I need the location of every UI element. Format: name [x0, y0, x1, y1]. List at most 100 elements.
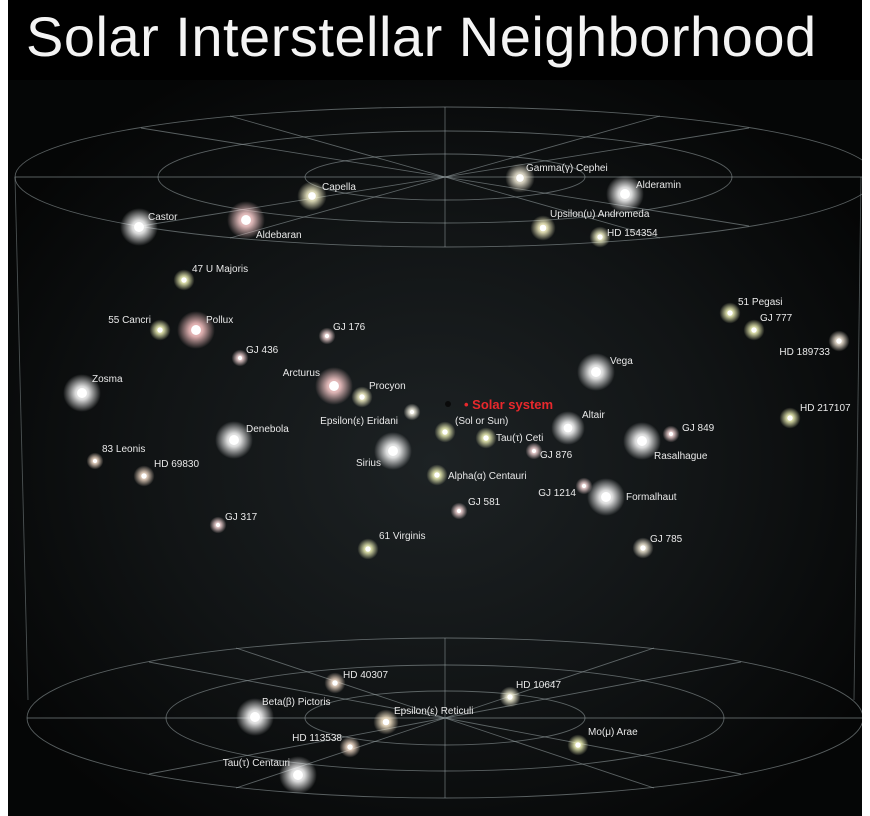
star-upsilon-andromeda — [539, 224, 547, 232]
star-gj-777 — [751, 327, 757, 333]
star-gj-317 — [215, 522, 221, 528]
left-wall-line — [14, 176, 29, 701]
star-rasalhague — [637, 436, 647, 446]
star-procyon — [359, 394, 365, 400]
star-zosma — [77, 388, 87, 398]
star-label-procyon: Procyon — [369, 381, 406, 392]
star-epsilon-reticuli — [382, 718, 390, 726]
star-hd-217107 — [787, 415, 793, 421]
star-sol-or-sun — [442, 429, 448, 435]
star-label-hd-217107: HD 217107 — [800, 403, 851, 414]
star-label-tau-ceti: Tau(τ) Ceti — [496, 433, 543, 444]
star-label-mo-arae: Mo(μ) Arae — [588, 727, 638, 738]
star-altair — [563, 423, 573, 433]
star-mo-arae — [575, 742, 581, 748]
star-hd-40307 — [332, 680, 338, 686]
star-label-gj-876: GJ 876 — [540, 450, 573, 461]
star-51-pegasi — [727, 310, 733, 316]
star-aldebaran — [241, 215, 251, 225]
star-label-gj-849: GJ 849 — [682, 423, 715, 434]
star-label-gamma-cephei: Gamma(γ) Cephei — [526, 163, 608, 174]
star-formalhaut — [601, 492, 611, 502]
star-pollux — [191, 325, 201, 335]
star-label-pollux: Pollux — [206, 315, 233, 326]
star-label-sirius: Sirius — [356, 458, 381, 469]
star-label-aldebaran: Aldebaran — [256, 230, 302, 241]
star-label-capella: Capella — [322, 182, 356, 193]
star-label-gj-317: GJ 317 — [225, 512, 258, 523]
star-capella — [308, 192, 316, 200]
star-61-virginis — [365, 546, 371, 552]
star-47-u-majoris — [181, 277, 187, 283]
star-gj-436 — [237, 355, 243, 361]
star-label-arcturus: Arcturus — [283, 368, 320, 379]
star-vega — [591, 367, 601, 377]
star-hd-154354 — [597, 234, 603, 240]
star-label-tau-centauri: Tau(τ) Centauri — [223, 758, 290, 769]
star-sirius — [388, 446, 398, 456]
page-title: Solar Interstellar Neighborhood — [26, 5, 817, 68]
star-label-61-virginis: 61 Virginis — [379, 531, 426, 542]
star-label-gj-777: GJ 777 — [760, 313, 793, 324]
star-tau-ceti — [483, 435, 489, 441]
star-label-gj-436: GJ 436 — [246, 345, 279, 356]
star-gj-176 — [324, 333, 330, 339]
star-gj-876 — [531, 448, 537, 454]
solar-system-label: • Solar system — [464, 397, 553, 412]
star-label-55-cancri: 55 Cancri — [108, 315, 151, 326]
star-label-upsilon-andromeda: Upsilon(υ) Andromeda — [550, 209, 650, 220]
star-label-epsilon-eridani: Epsilon(ε) Eridani — [320, 416, 398, 427]
star-label-epsilon-reticuli: Epsilon(ε) Reticuli — [394, 706, 473, 717]
star-label-hd-189733: HD 189733 — [779, 347, 830, 358]
star-label-zosma: Zosma — [92, 374, 123, 385]
star-alderamin — [620, 189, 630, 199]
star-label-alderamin: Alderamin — [636, 180, 681, 191]
star-hd-189733 — [836, 338, 842, 344]
star-label-gj-785: GJ 785 — [650, 534, 683, 545]
star-arcturus — [329, 381, 339, 391]
star-label-gj-1214: GJ 1214 — [538, 488, 576, 499]
star-label-hd-69830: HD 69830 — [154, 459, 199, 470]
star-label-castor: Castor — [148, 212, 178, 223]
bottom-disk-grid — [26, 637, 862, 799]
star-label-gj-581: GJ 581 — [468, 497, 501, 508]
star-label-rasalhague: Rasalhague — [654, 451, 708, 462]
star-label-hd-40307: HD 40307 — [343, 670, 388, 681]
star-hd-10647 — [507, 694, 513, 700]
star-hd-113538 — [347, 744, 353, 750]
solar-system-marker: • Solar system — [445, 397, 553, 412]
star-83-leonis — [92, 458, 98, 464]
right-wall-line — [853, 176, 862, 701]
star-label-formalhaut: Formalhaut — [626, 492, 677, 503]
star-gamma-cephei — [516, 174, 524, 182]
star-55-cancri — [157, 327, 163, 333]
star-label-vega: Vega — [610, 356, 633, 367]
star-label-hd-154354: HD 154354 — [607, 228, 658, 239]
star-label-beta-pictoris: Beta(β) Pictoris — [262, 697, 331, 708]
star-label-alpha-centauri: Alpha(α) Centauri — [448, 471, 527, 482]
star-gj-581 — [456, 508, 462, 514]
star-label-47-u-majoris: 47 U Majoris — [192, 264, 248, 275]
star-gj-1214 — [581, 483, 587, 489]
star-label-hd-113538: HD 113538 — [292, 733, 342, 744]
cylinder-background — [8, 80, 862, 816]
star-gj-849 — [668, 431, 674, 437]
star-label-sol-or-sun: (Sol or Sun) — [455, 416, 508, 427]
star-gj-785 — [640, 545, 646, 551]
diagram-frame: Solar Interstellar Neighborhood — [8, 0, 862, 816]
star-castor — [134, 222, 144, 232]
star-label-gj-176: GJ 176 — [333, 322, 366, 333]
star-alpha-centauri — [434, 472, 440, 478]
star-epsilon-eridani — [409, 409, 415, 415]
star-label-51-pegasi: 51 Pegasi — [738, 297, 782, 308]
star-label-denebola: Denebola — [246, 424, 289, 435]
star-label-83-leonis: 83 Leonis — [102, 444, 145, 455]
sun-dot — [445, 401, 451, 407]
star-label-altair: Altair — [582, 410, 605, 421]
star-beta-pictoris — [250, 712, 260, 722]
star-label-hd-10647: HD 10647 — [516, 680, 561, 691]
stars-layer — [63, 163, 850, 794]
star-tau-centauri — [293, 770, 303, 780]
